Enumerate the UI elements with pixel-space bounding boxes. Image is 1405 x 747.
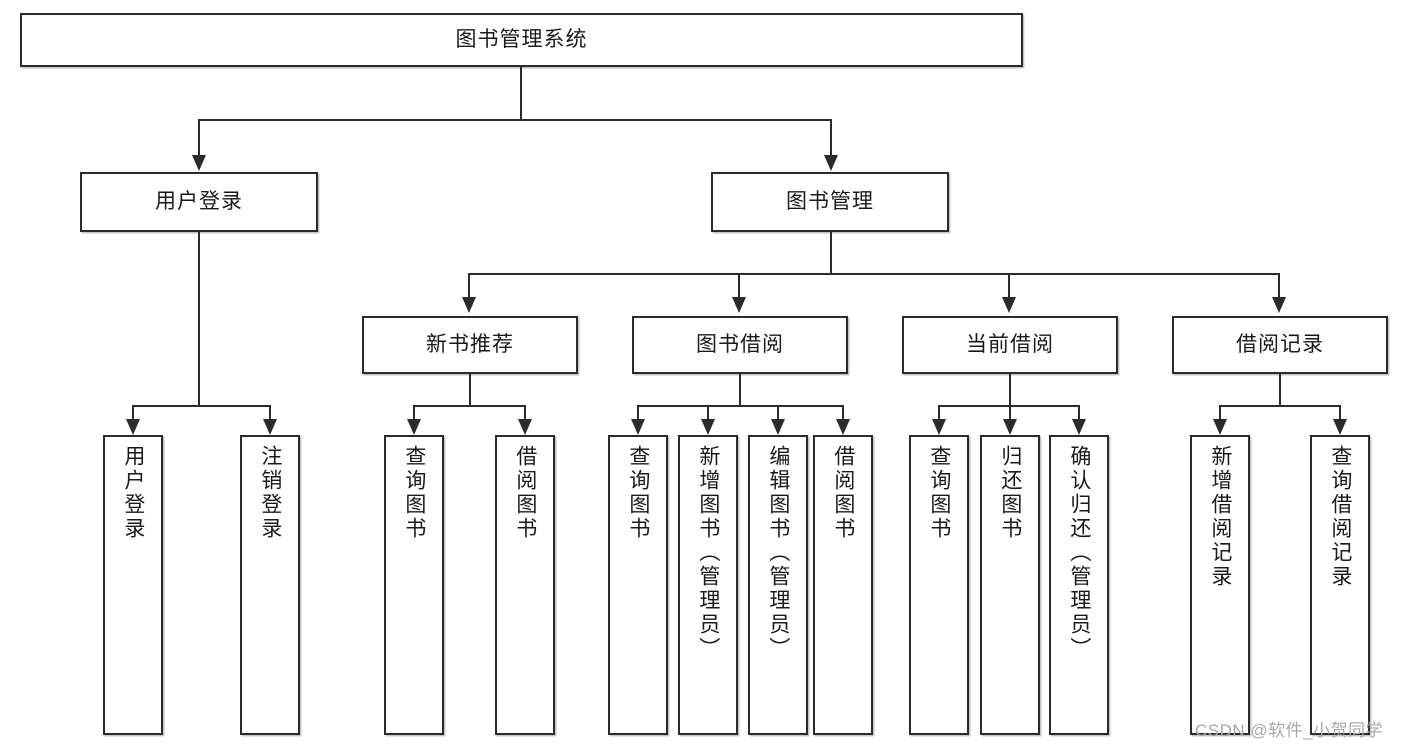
connector-book-borrow-stem xyxy=(739,374,741,405)
node-new-book-recommend-label: 新书推荐 xyxy=(426,333,514,357)
connector-user-login-bus xyxy=(132,405,269,407)
node-leaf-borrow-book-2[interactable]: 借阅图书 xyxy=(813,435,873,735)
connector-current-borrow-drop-1 xyxy=(938,405,940,421)
arrow-book-borrow-leaf-1 xyxy=(631,419,645,435)
node-leaf-logout-login-label: 注销登录 xyxy=(258,445,282,541)
node-current-borrow[interactable]: 当前借阅 xyxy=(902,316,1118,374)
connector-root-to-user-login xyxy=(198,119,200,157)
node-leaf-add-record[interactable]: 新增借阅记录 xyxy=(1190,435,1250,735)
connector-borrow-record-bus xyxy=(1219,405,1341,407)
connector-new-book-stem xyxy=(469,374,471,405)
node-leaf-confirm-return-label: 确认归还（管理员） xyxy=(1067,445,1091,661)
connector-borrow-record-stem xyxy=(1279,374,1281,405)
node-leaf-edit-book[interactable]: 编辑图书（管理员） xyxy=(748,435,808,735)
connector-current-borrow-drop-2 xyxy=(1009,405,1011,421)
node-leaf-borrow-book-1[interactable]: 借阅图书 xyxy=(495,435,555,735)
node-leaf-query-record[interactable]: 查询借阅记录 xyxy=(1310,435,1370,735)
arrow-user-login-leaf-2 xyxy=(263,419,277,435)
connector-book-borrow-drop-2 xyxy=(707,405,709,421)
arrow-borrow-record-leaf-2 xyxy=(1333,419,1347,435)
arrow-new-book-leaf-2 xyxy=(518,419,532,435)
connector-new-book-drop-2 xyxy=(524,405,526,421)
arrow-book-borrow-leaf-2 xyxy=(701,419,715,435)
connector-book-borrow-bus xyxy=(637,405,844,407)
node-leaf-query-book-2[interactable]: 查询图书 xyxy=(608,435,668,735)
connector-new-book-drop-1 xyxy=(413,405,415,421)
connector-book-borrow-drop-1 xyxy=(637,405,639,421)
connector-book-borrow-drop-3 xyxy=(777,405,779,421)
node-leaf-borrow-book-2-label: 借阅图书 xyxy=(831,445,855,541)
connector-current-borrow-drop-3 xyxy=(1078,405,1080,421)
node-leaf-query-book-1[interactable]: 查询图书 xyxy=(384,435,444,735)
node-book-borrow-label: 图书借阅 xyxy=(696,333,784,357)
node-leaf-query-book-3-label: 查询图书 xyxy=(927,445,951,541)
node-book-borrow[interactable]: 图书借阅 xyxy=(632,316,848,374)
connector-borrow-record-drop-1 xyxy=(1219,405,1221,421)
node-borrow-record[interactable]: 借阅记录 xyxy=(1172,316,1388,374)
node-book-management-label: 图书管理 xyxy=(786,190,874,214)
node-leaf-query-book-1-label: 查询图书 xyxy=(402,445,426,541)
connector-user-login-drop-2 xyxy=(269,405,271,421)
connector-bm-to-book-borrow xyxy=(738,273,740,299)
node-root[interactable]: 图书管理系统 xyxy=(20,13,1023,67)
connector-root-stem xyxy=(520,67,522,119)
connector-book-management-bus xyxy=(468,273,1280,275)
node-leaf-user-login-label: 用户登录 xyxy=(121,445,145,541)
node-leaf-edit-book-label: 编辑图书（管理员） xyxy=(766,445,790,661)
connector-bm-to-borrow-record xyxy=(1278,273,1280,299)
node-leaf-add-book[interactable]: 新增图书（管理员） xyxy=(678,435,738,735)
connector-bm-to-current-borrow xyxy=(1008,273,1010,299)
arrow-user-login-leaf-1 xyxy=(126,419,140,435)
arrow-current-borrow-leaf-1 xyxy=(932,419,946,435)
arrow-bm-to-book-borrow xyxy=(732,297,746,313)
connector-user-login-stem xyxy=(198,232,200,405)
node-book-management[interactable]: 图书管理 xyxy=(711,172,949,232)
node-leaf-return-book[interactable]: 归还图书 xyxy=(980,435,1040,735)
connector-borrow-record-drop-2 xyxy=(1339,405,1341,421)
node-leaf-add-book-label: 新增图书（管理员） xyxy=(696,445,720,661)
node-leaf-query-record-label: 查询借阅记录 xyxy=(1328,445,1352,589)
arrow-borrow-record-leaf-1 xyxy=(1213,419,1227,435)
connector-root-to-book-management xyxy=(830,119,832,157)
arrow-book-borrow-leaf-3 xyxy=(771,419,785,435)
node-leaf-borrow-book-1-label: 借阅图书 xyxy=(513,445,537,541)
node-user-login[interactable]: 用户登录 xyxy=(80,172,318,232)
node-leaf-logout-login[interactable]: 注销登录 xyxy=(240,435,300,735)
arrow-new-book-leaf-1 xyxy=(407,419,421,435)
arrow-bm-to-current-borrow xyxy=(1002,297,1016,313)
node-leaf-user-login[interactable]: 用户登录 xyxy=(103,435,163,735)
node-root-label: 图书管理系统 xyxy=(455,28,588,52)
node-new-book-recommend[interactable]: 新书推荐 xyxy=(362,316,578,374)
connector-book-management-stem xyxy=(830,232,832,273)
connector-bm-to-new-book xyxy=(468,273,470,299)
arrow-bm-to-new-book xyxy=(462,297,476,313)
node-borrow-record-label: 借阅记录 xyxy=(1236,333,1324,357)
arrow-root-to-book-management xyxy=(824,155,838,171)
node-user-login-label: 用户登录 xyxy=(155,190,243,214)
node-leaf-add-record-label: 新增借阅记录 xyxy=(1208,445,1232,589)
arrow-book-borrow-leaf-4 xyxy=(836,419,850,435)
arrow-current-borrow-leaf-2 xyxy=(1003,419,1017,435)
node-leaf-query-book-3[interactable]: 查询图书 xyxy=(909,435,969,735)
node-leaf-query-book-2-label: 查询图书 xyxy=(626,445,650,541)
connector-new-book-bus xyxy=(413,405,526,407)
connector-current-borrow-stem xyxy=(1009,374,1011,405)
node-leaf-return-book-label: 归还图书 xyxy=(998,445,1022,541)
arrow-root-to-user-login xyxy=(192,155,206,171)
node-current-borrow-label: 当前借阅 xyxy=(966,333,1054,357)
connector-book-borrow-drop-4 xyxy=(842,405,844,421)
connector-user-login-drop-1 xyxy=(132,405,134,421)
node-leaf-confirm-return[interactable]: 确认归还（管理员） xyxy=(1049,435,1109,735)
connector-root-bus xyxy=(198,119,832,121)
arrow-current-borrow-leaf-3 xyxy=(1072,419,1086,435)
arrow-bm-to-borrow-record xyxy=(1272,297,1286,313)
